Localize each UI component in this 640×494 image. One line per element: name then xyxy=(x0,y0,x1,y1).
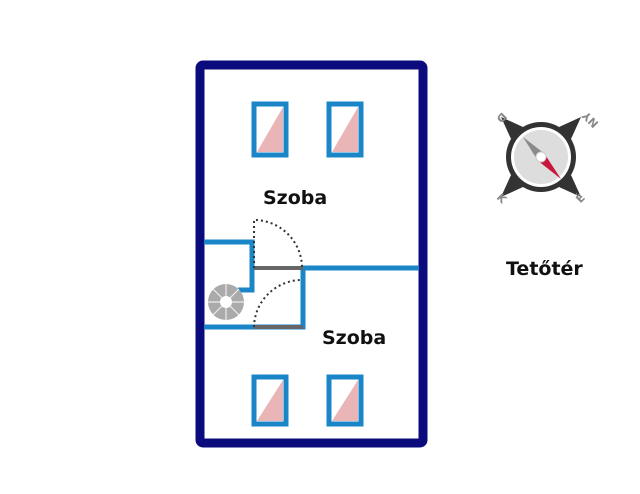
spiral-staircase-icon xyxy=(208,284,244,320)
window xyxy=(251,101,289,158)
compass-label-ne: NY xyxy=(579,108,601,130)
outer-wall xyxy=(195,60,428,448)
window xyxy=(251,374,289,427)
floor-label: Tetőtér xyxy=(506,258,583,280)
room-label: Szoba xyxy=(263,187,328,209)
door xyxy=(253,218,303,270)
compass-label-se: É xyxy=(573,191,588,206)
compass-icon: D NY K É xyxy=(494,108,602,206)
door xyxy=(253,279,303,329)
room-label: Szoba xyxy=(322,327,387,349)
window xyxy=(326,374,364,427)
window xyxy=(326,101,364,158)
